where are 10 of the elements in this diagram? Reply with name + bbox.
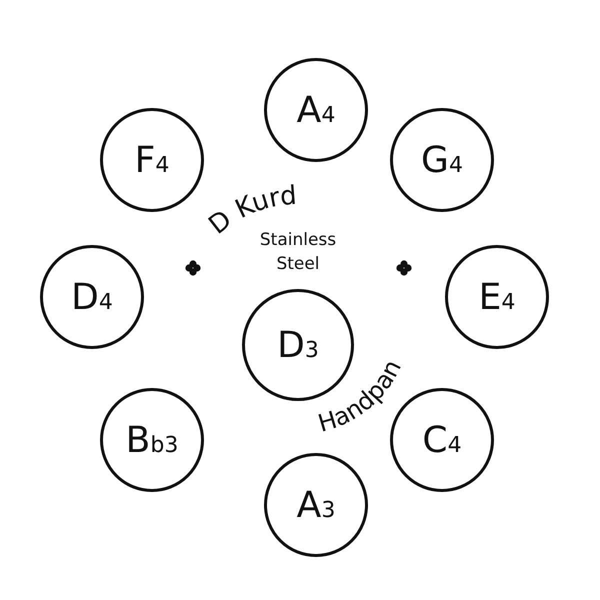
note-label: A4 xyxy=(296,90,336,130)
note-label: C4 xyxy=(422,420,462,460)
note-label: G4 xyxy=(421,140,463,180)
note-label: E4 xyxy=(478,276,516,318)
note-label: D4 xyxy=(71,276,113,318)
note-label: F4 xyxy=(134,140,170,180)
note-label: D3 xyxy=(277,324,319,366)
center-text: Stainless Steel xyxy=(258,229,338,276)
note-label: Bb3 xyxy=(126,420,178,460)
note-label: A3 xyxy=(296,484,336,526)
